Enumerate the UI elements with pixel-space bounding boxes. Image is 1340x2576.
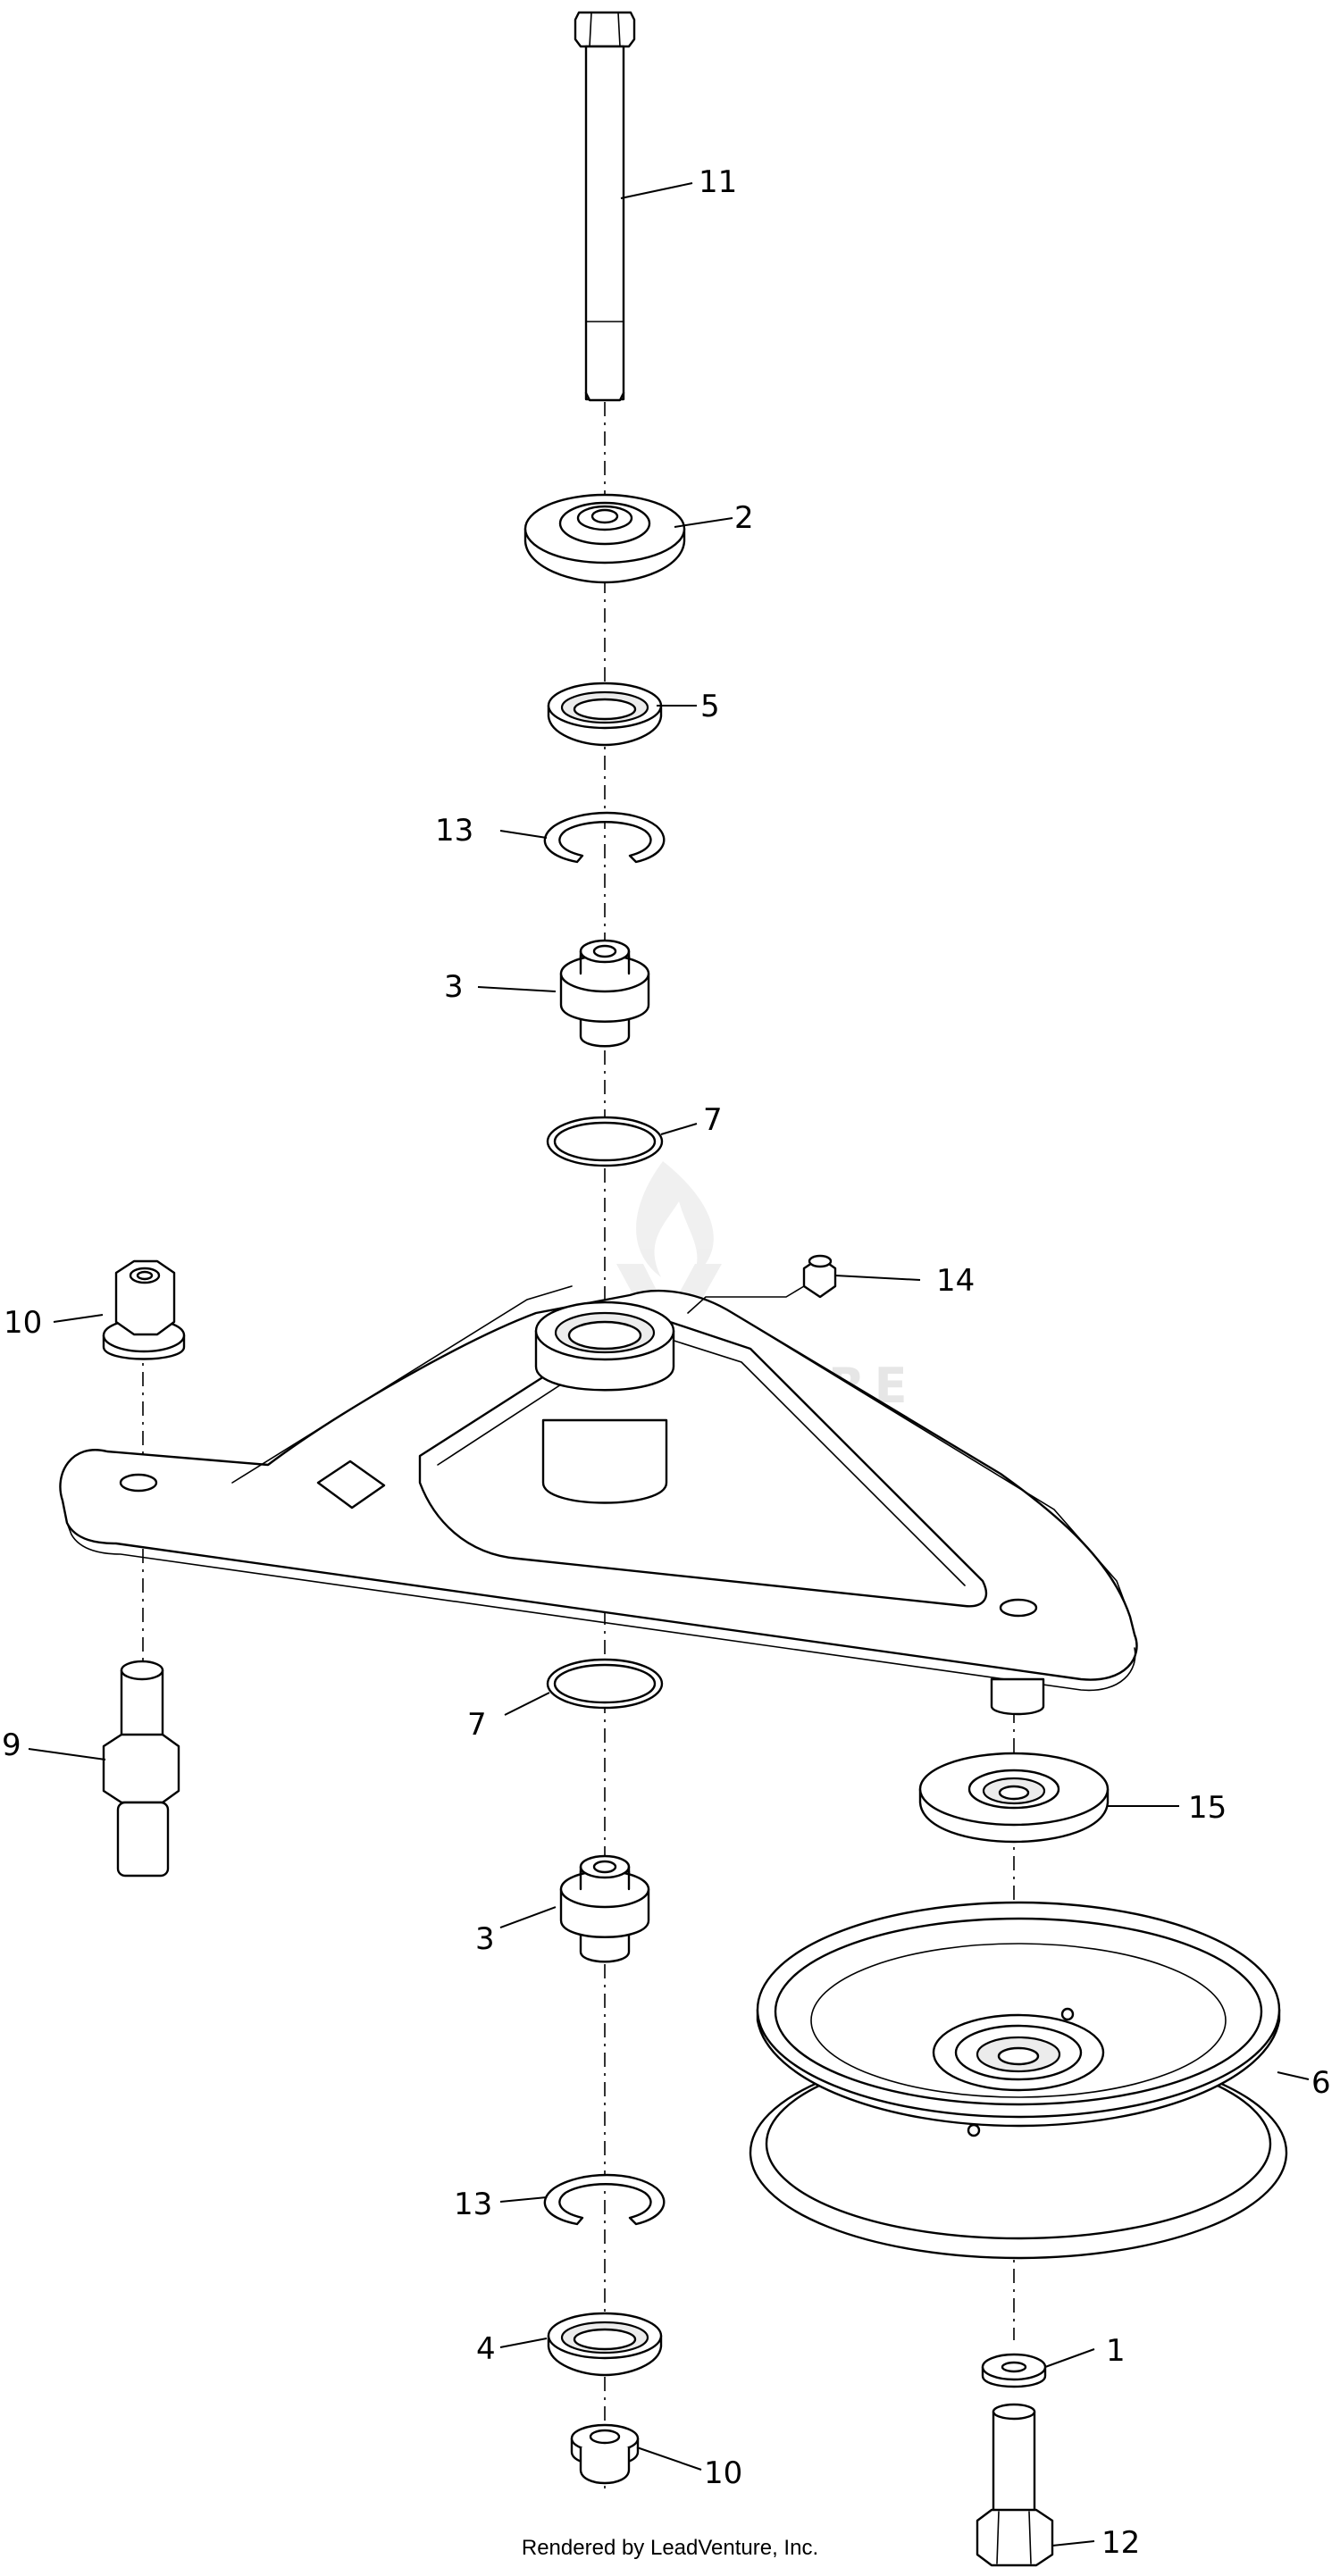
- part-10-flange-nut-top: [102, 1259, 186, 1360]
- callout-14: 14: [936, 1263, 975, 1299]
- part-10-flange-nut-bottom: [570, 2423, 640, 2485]
- part-15-spacer: [918, 1752, 1110, 1844]
- part-1-washer: [981, 2353, 1047, 2388]
- callout-3-bottom: 3: [475, 1921, 495, 1957]
- v-logo-icon: [616, 1264, 722, 1340]
- part-4-seal: [547, 2312, 663, 2377]
- callout-15: 15: [1188, 1790, 1227, 1826]
- callout-leaders: [28, 182, 1310, 2547]
- part-11-bolt: [574, 11, 636, 402]
- callout-9: 9: [2, 1727, 21, 1763]
- callout-7-bottom: 7: [467, 1707, 487, 1743]
- part-2-dust-cap: [523, 493, 686, 584]
- footer-credit: Rendered by LeadVenture, Inc.: [522, 2536, 818, 2560]
- part-9-stud: [102, 1660, 180, 1878]
- callout-6: 6: [1311, 2065, 1331, 2101]
- callout-13-top: 13: [435, 813, 473, 849]
- callout-13-bottom: 13: [454, 2187, 492, 2222]
- part-6-idler-pulley: [749, 1901, 1288, 2260]
- idler-arm: [59, 1285, 1138, 1716]
- part-13-snap-ring-top: [543, 811, 666, 864]
- callout-labels: 11 2 5 13 3 7 10 14 9 7 15 3 6 13 4 1 10…: [2, 164, 1331, 2561]
- callout-12: 12: [1101, 2525, 1140, 2561]
- part-3-bearing-bottom: [559, 1854, 650, 1963]
- callout-10-top: 10: [4, 1305, 42, 1341]
- callout-5: 5: [700, 689, 720, 724]
- callout-4: 4: [476, 2331, 496, 2367]
- flame-logo-icon: [636, 1161, 714, 1277]
- callout-10-bottom: 10: [704, 2455, 742, 2491]
- callout-2: 2: [734, 500, 754, 536]
- part-14-grease-fitting: [687, 1254, 837, 1314]
- part-5-seal: [547, 682, 663, 747]
- part-3-bearing-top: [559, 939, 650, 1048]
- callout-3-top: 3: [444, 969, 464, 1005]
- callout-7-top: 7: [703, 1102, 723, 1138]
- part-7-o-ring-bottom: [546, 1658, 664, 1710]
- part-7-o-ring-top: [546, 1116, 664, 1167]
- part-12-bolt: [976, 2403, 1054, 2567]
- callout-11: 11: [699, 164, 737, 200]
- part-13-snap-ring-bottom: [543, 2173, 666, 2226]
- callout-1: 1: [1106, 2333, 1126, 2369]
